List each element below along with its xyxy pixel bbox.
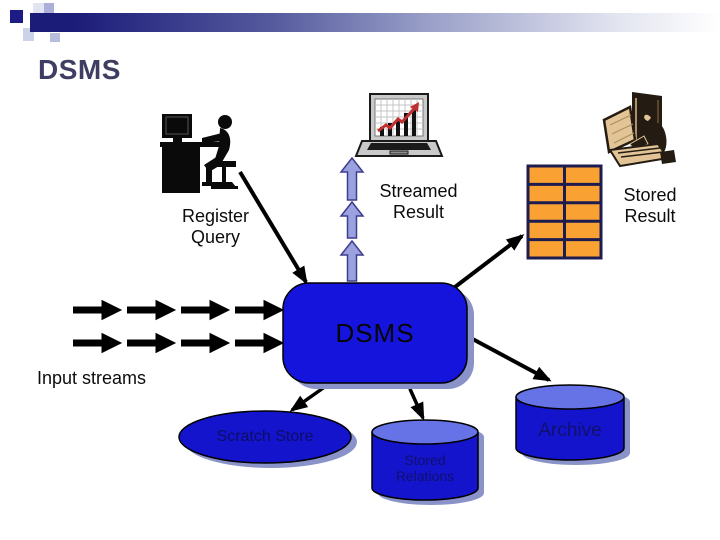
pixel-square bbox=[10, 10, 23, 23]
pixel-square bbox=[23, 28, 34, 41]
stored-result-table-icon bbox=[526, 164, 603, 260]
stored-relations-node bbox=[371, 419, 484, 505]
stored-result-connector bbox=[453, 234, 525, 289]
laptop-chart-icon bbox=[354, 93, 444, 157]
stored-result-label: Stored Result bbox=[623, 185, 677, 226]
dsms-box-label: DSMS bbox=[335, 317, 415, 348]
stored-relations-connector bbox=[397, 372, 425, 421]
archive-label: Archive bbox=[538, 420, 602, 441]
archive-connector bbox=[466, 334, 552, 382]
scratch-store-connector bbox=[289, 371, 343, 412]
dsms-box bbox=[282, 282, 474, 389]
pixel-square bbox=[50, 33, 60, 42]
register-query-connector bbox=[238, 170, 308, 285]
input-streams-label: Input streams bbox=[37, 368, 147, 388]
scratch-store-label: Scratch Store bbox=[216, 428, 314, 445]
register-query-label: Register Query bbox=[181, 206, 250, 247]
streamed-result-arrows bbox=[339, 156, 365, 282]
stored-relations-label: Stored Relations bbox=[395, 452, 455, 484]
connectors bbox=[238, 170, 552, 421]
pixel-square bbox=[44, 3, 54, 14]
input-streams-arrows bbox=[73, 299, 285, 354]
person-at-desk-icon bbox=[160, 114, 238, 193]
streamed-result-label: Streamed Result bbox=[379, 181, 458, 222]
person-at-computer-icon bbox=[602, 92, 676, 168]
pixel-square bbox=[33, 3, 44, 14]
scratch-store-node bbox=[178, 410, 357, 468]
accent-bar bbox=[30, 13, 720, 32]
page-title: DSMS bbox=[38, 54, 121, 85]
archive-node bbox=[515, 384, 630, 465]
